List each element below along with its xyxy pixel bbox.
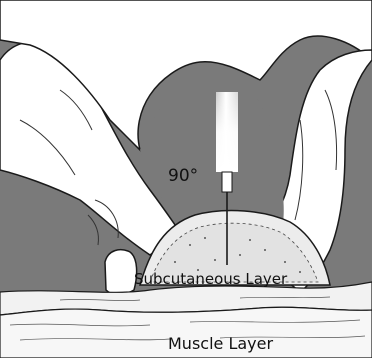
syringe-glare: [216, 92, 238, 172]
left-knuckle: [105, 250, 137, 295]
syringe-hub: [222, 172, 232, 192]
subcutaneous-layer-label: Subcutaneous Layer: [134, 270, 287, 288]
muscle-layer-label: Muscle Layer: [168, 334, 273, 353]
angle-label: 90°: [168, 166, 198, 186]
